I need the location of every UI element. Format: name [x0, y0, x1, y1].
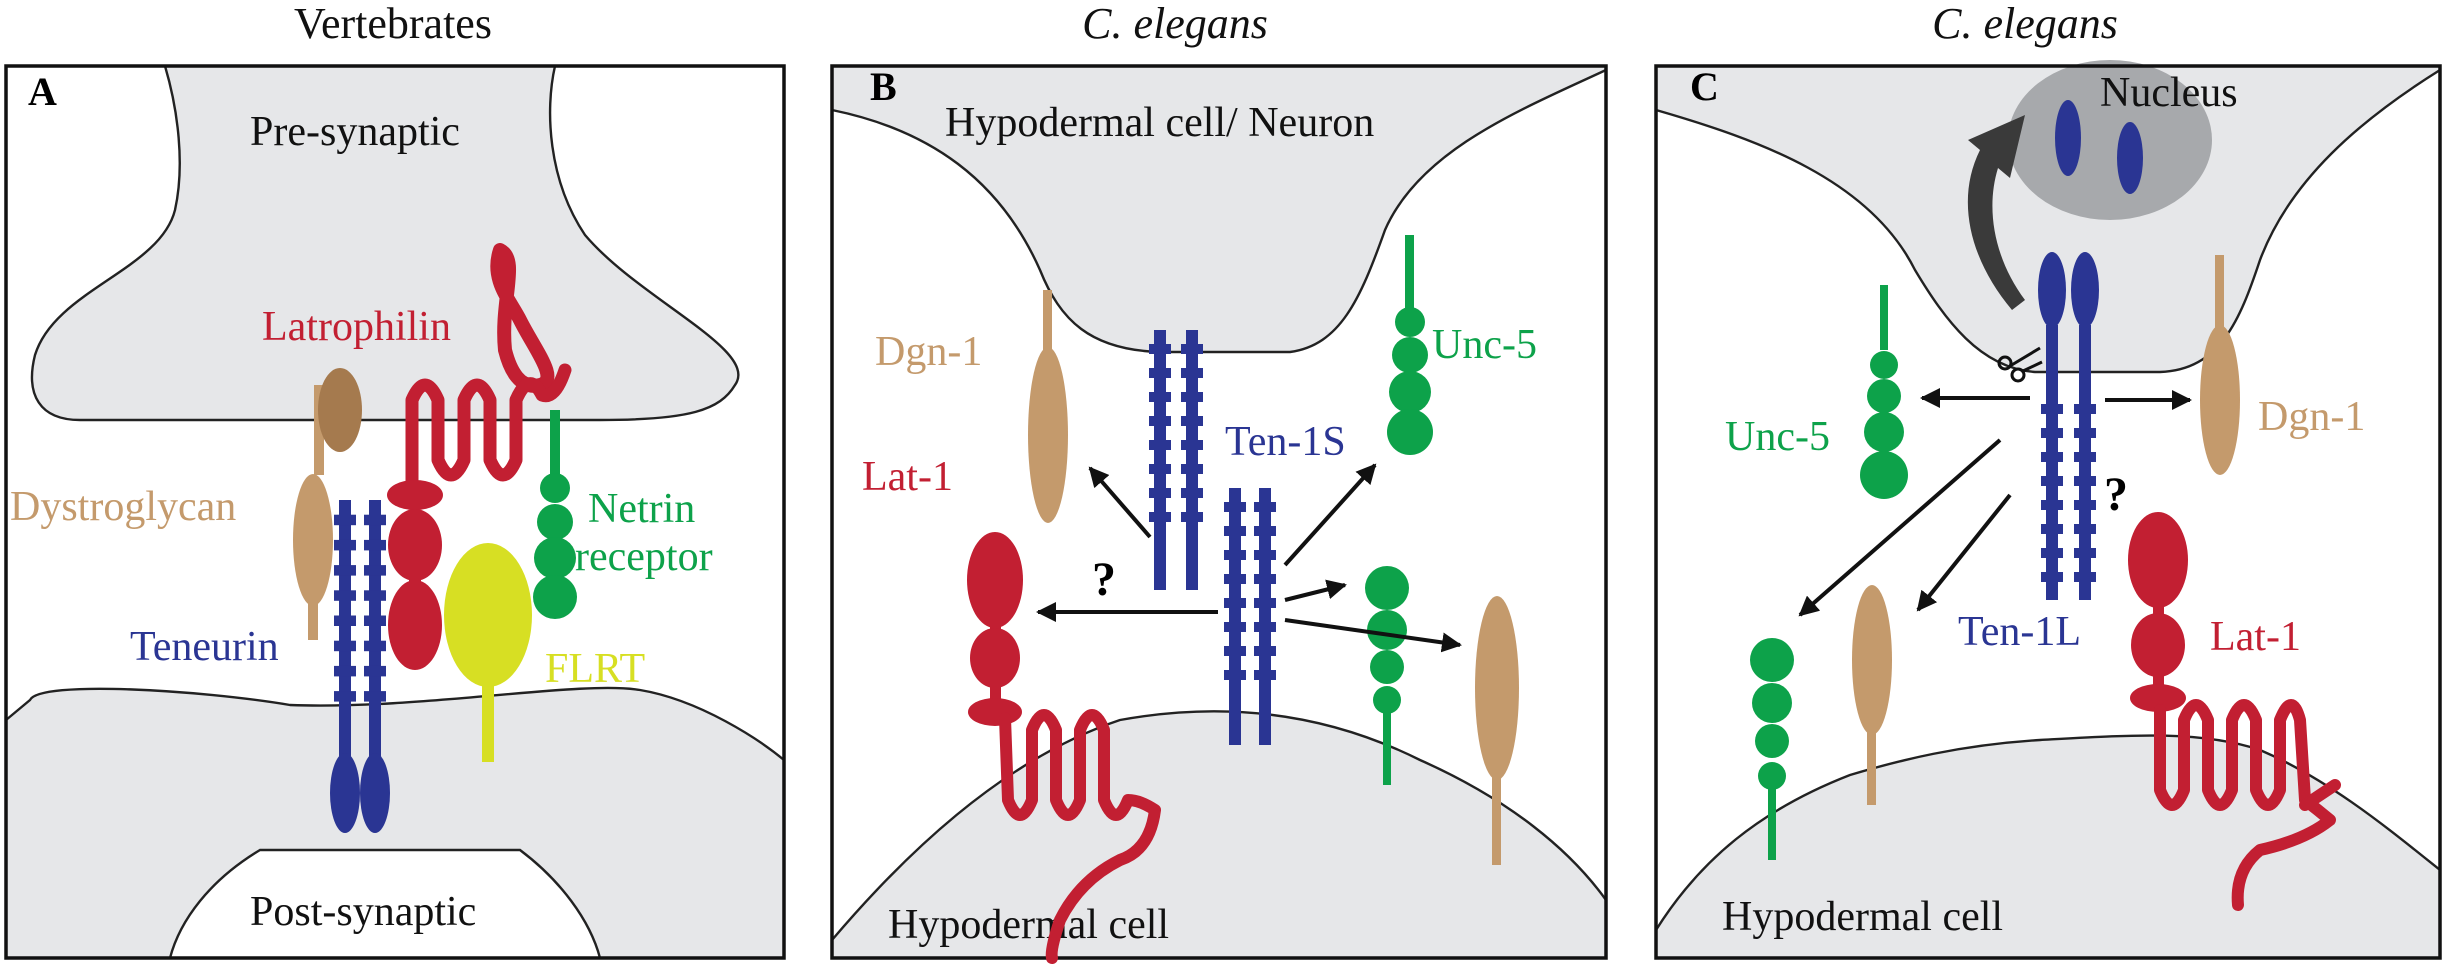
question-mark-b: ? [1092, 553, 1116, 606]
pre-synaptic-label: Pre-synaptic [250, 109, 460, 155]
interaction-arrows-b [1036, 463, 1462, 653]
bottom-cell-label-b: Hypodermal cell [888, 902, 1169, 948]
flrt-protein [444, 543, 532, 762]
dgn-1-label-c: Dgn-1 [2258, 394, 2365, 440]
ten-1s-lower [1224, 488, 1276, 745]
top-cell-label-b: Hypodermal cell/ Neuron [945, 100, 1374, 146]
panel-a-frame [4, 64, 786, 960]
ten-1l-dimer [2038, 252, 2099, 600]
teneurin-dimer [330, 500, 390, 833]
netrin-label-line2: receptor [575, 534, 713, 580]
unc-5-label-b: Unc-5 [1432, 322, 1537, 368]
curved-arrow-icon [1967, 115, 2025, 310]
panel-c: C. elegans Nucleus C [1654, 0, 2442, 960]
panel-c-header: C. elegans [1932, 0, 2118, 48]
latrophilin-protein [387, 243, 572, 670]
lat-1-label-c: Lat-1 [2210, 614, 2301, 660]
unc-5-lower-b [1365, 566, 1409, 785]
netrin-receptor-protein [533, 410, 577, 619]
unc-5-upper-b [1387, 235, 1433, 455]
flrt-label: FLRT [545, 646, 645, 692]
lat-1-protein-b: Lat-1 [862, 454, 1161, 964]
bottom-cell-b [830, 710, 1608, 960]
dystroglycan-protein [293, 368, 362, 640]
panel-b-header: C. elegans [1082, 0, 1268, 48]
unc-5-label-c: Unc-5 [1725, 414, 1830, 460]
question-mark-c: ? [2104, 468, 2128, 521]
unc-5-lower-c [1750, 638, 1794, 860]
nucleus-label: Nucleus [2100, 70, 2238, 116]
post-synaptic-label: Post-synaptic [250, 889, 476, 935]
dgn-1-lower-c [1852, 585, 1892, 805]
ten-1l-label: Ten-1L [1958, 609, 2081, 655]
panel-b: C. elegans B Hypodermal cell/ Neuron Hyp… [830, 0, 1608, 964]
interaction-arrows-c [1798, 388, 2192, 617]
nucleus [2008, 60, 2212, 220]
panel-b-letter: B [870, 64, 897, 109]
pre-synaptic-terminal [30, 64, 740, 422]
dgn-1-lower-b [1475, 596, 1519, 865]
ten-1s-label: Ten-1S [1225, 419, 1346, 465]
panel-c-frame [1654, 64, 2442, 960]
dystroglycan-label: Dystroglycan [10, 484, 236, 530]
scissors-icon [1997, 346, 2043, 383]
panel-a: Vertebrates A Pre-synaptic Post-synaptic… [4, 0, 786, 960]
panel-a-letter: A [28, 69, 57, 114]
top-cell-b [830, 64, 1608, 354]
netrin-label-line1: Netrin [588, 486, 695, 532]
lat-1-protein-c [2128, 512, 2341, 911]
ten-1s-upper [1149, 330, 1203, 590]
top-cell-c [1654, 64, 2442, 374]
dgn-1-label-b: Dgn-1 [875, 329, 982, 375]
post-synaptic-terminal [4, 686, 786, 960]
panel-a-header: Vertebrates [294, 0, 492, 48]
latrophilin-label: Latrophilin [262, 304, 451, 350]
bottom-cell-label-c: Hypodermal cell [1722, 894, 2003, 940]
unc-5-upper-c [1860, 285, 1908, 499]
panel-c-letter: C [1690, 64, 1719, 109]
teneurin-label: Teneurin [130, 624, 279, 670]
panel-b-frame [830, 64, 1608, 960]
bottom-cell-c [1654, 734, 2442, 960]
lat-1-label-b: Lat-1 [862, 454, 953, 500]
dgn-1-upper-c [2200, 255, 2240, 475]
dgn-1-upper-b [1028, 290, 1068, 523]
